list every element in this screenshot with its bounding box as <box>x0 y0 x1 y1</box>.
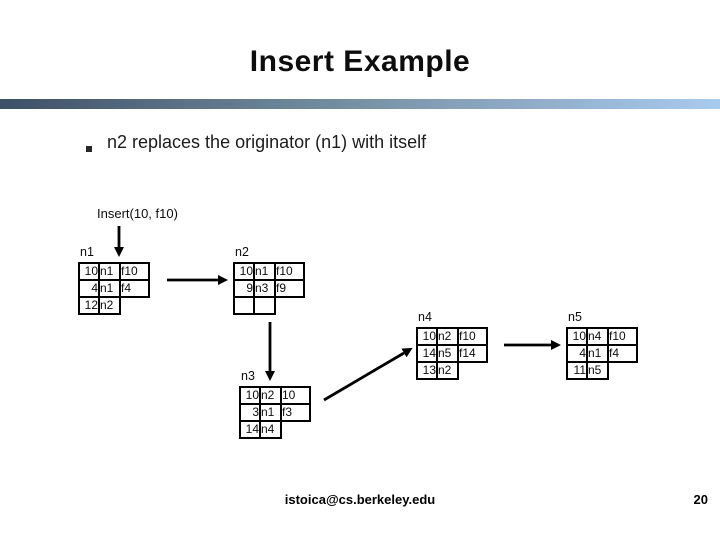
table-cell: f10 <box>274 262 305 281</box>
insert-call-label: Insert(10, f10) <box>97 206 178 221</box>
table-cell: n3 <box>253 279 276 298</box>
table-cell: 10 <box>280 386 311 405</box>
table-cell: f4 <box>607 344 638 363</box>
bullet-text: n2 replaces the originator (n1) with its… <box>107 132 427 152</box>
table-row <box>233 296 304 315</box>
table-cell: f3 <box>280 403 311 422</box>
table-cell: 14 <box>239 420 261 439</box>
slide-title: Insert Example <box>249 45 471 78</box>
node-label: n4 <box>418 310 432 324</box>
table-cell: n1 <box>259 403 282 422</box>
table-cell: 4 <box>78 279 100 298</box>
table-cell: 3 <box>239 403 261 422</box>
table-cell <box>253 296 276 315</box>
table-cell: 10 <box>416 327 438 346</box>
table-cell: n1 <box>98 262 121 281</box>
table-cell: n5 <box>586 361 609 380</box>
table-cell: n4 <box>259 420 282 439</box>
table-cell: f10 <box>457 327 488 346</box>
table-cell: 10 <box>233 262 255 281</box>
table-cell: n2 <box>98 296 121 315</box>
arrow-n3-to-n4 <box>323 347 413 402</box>
node-label: n2 <box>235 245 249 259</box>
table-cell: f14 <box>457 344 488 363</box>
square-bullet-icon <box>86 146 92 152</box>
table-cell: 12 <box>78 296 100 315</box>
table-cell: f9 <box>274 279 305 298</box>
table-cell: n1 <box>253 262 276 281</box>
table-cell: 10 <box>566 327 588 346</box>
table-cell: 13 <box>416 361 438 380</box>
table-cell: n2 <box>259 386 282 405</box>
table-cell: n2 <box>436 361 459 380</box>
table-cell: n4 <box>586 327 609 346</box>
table-cell: n1 <box>98 279 121 298</box>
table-cell: f10 <box>607 327 638 346</box>
table-cell: n5 <box>436 344 459 363</box>
node-label: n1 <box>80 245 94 259</box>
table-cell: f4 <box>119 279 150 298</box>
table-cell: 11 <box>566 361 588 380</box>
table-cell: 9 <box>233 279 255 298</box>
table-cell: 14 <box>416 344 438 363</box>
page-number: 20 <box>693 492 708 507</box>
table-cell: 4 <box>566 344 588 363</box>
divider-bar <box>0 99 720 109</box>
table-cell: 10 <box>78 262 100 281</box>
footer-email: istoica@cs.berkeley.edu <box>284 492 436 507</box>
table-cell <box>233 296 255 315</box>
table-cell: f10 <box>119 262 150 281</box>
table-cell: n2 <box>436 327 459 346</box>
table-cell: 10 <box>239 386 261 405</box>
node-label: n5 <box>568 310 582 324</box>
table-cell: n1 <box>586 344 609 363</box>
node-label: n3 <box>241 369 255 383</box>
